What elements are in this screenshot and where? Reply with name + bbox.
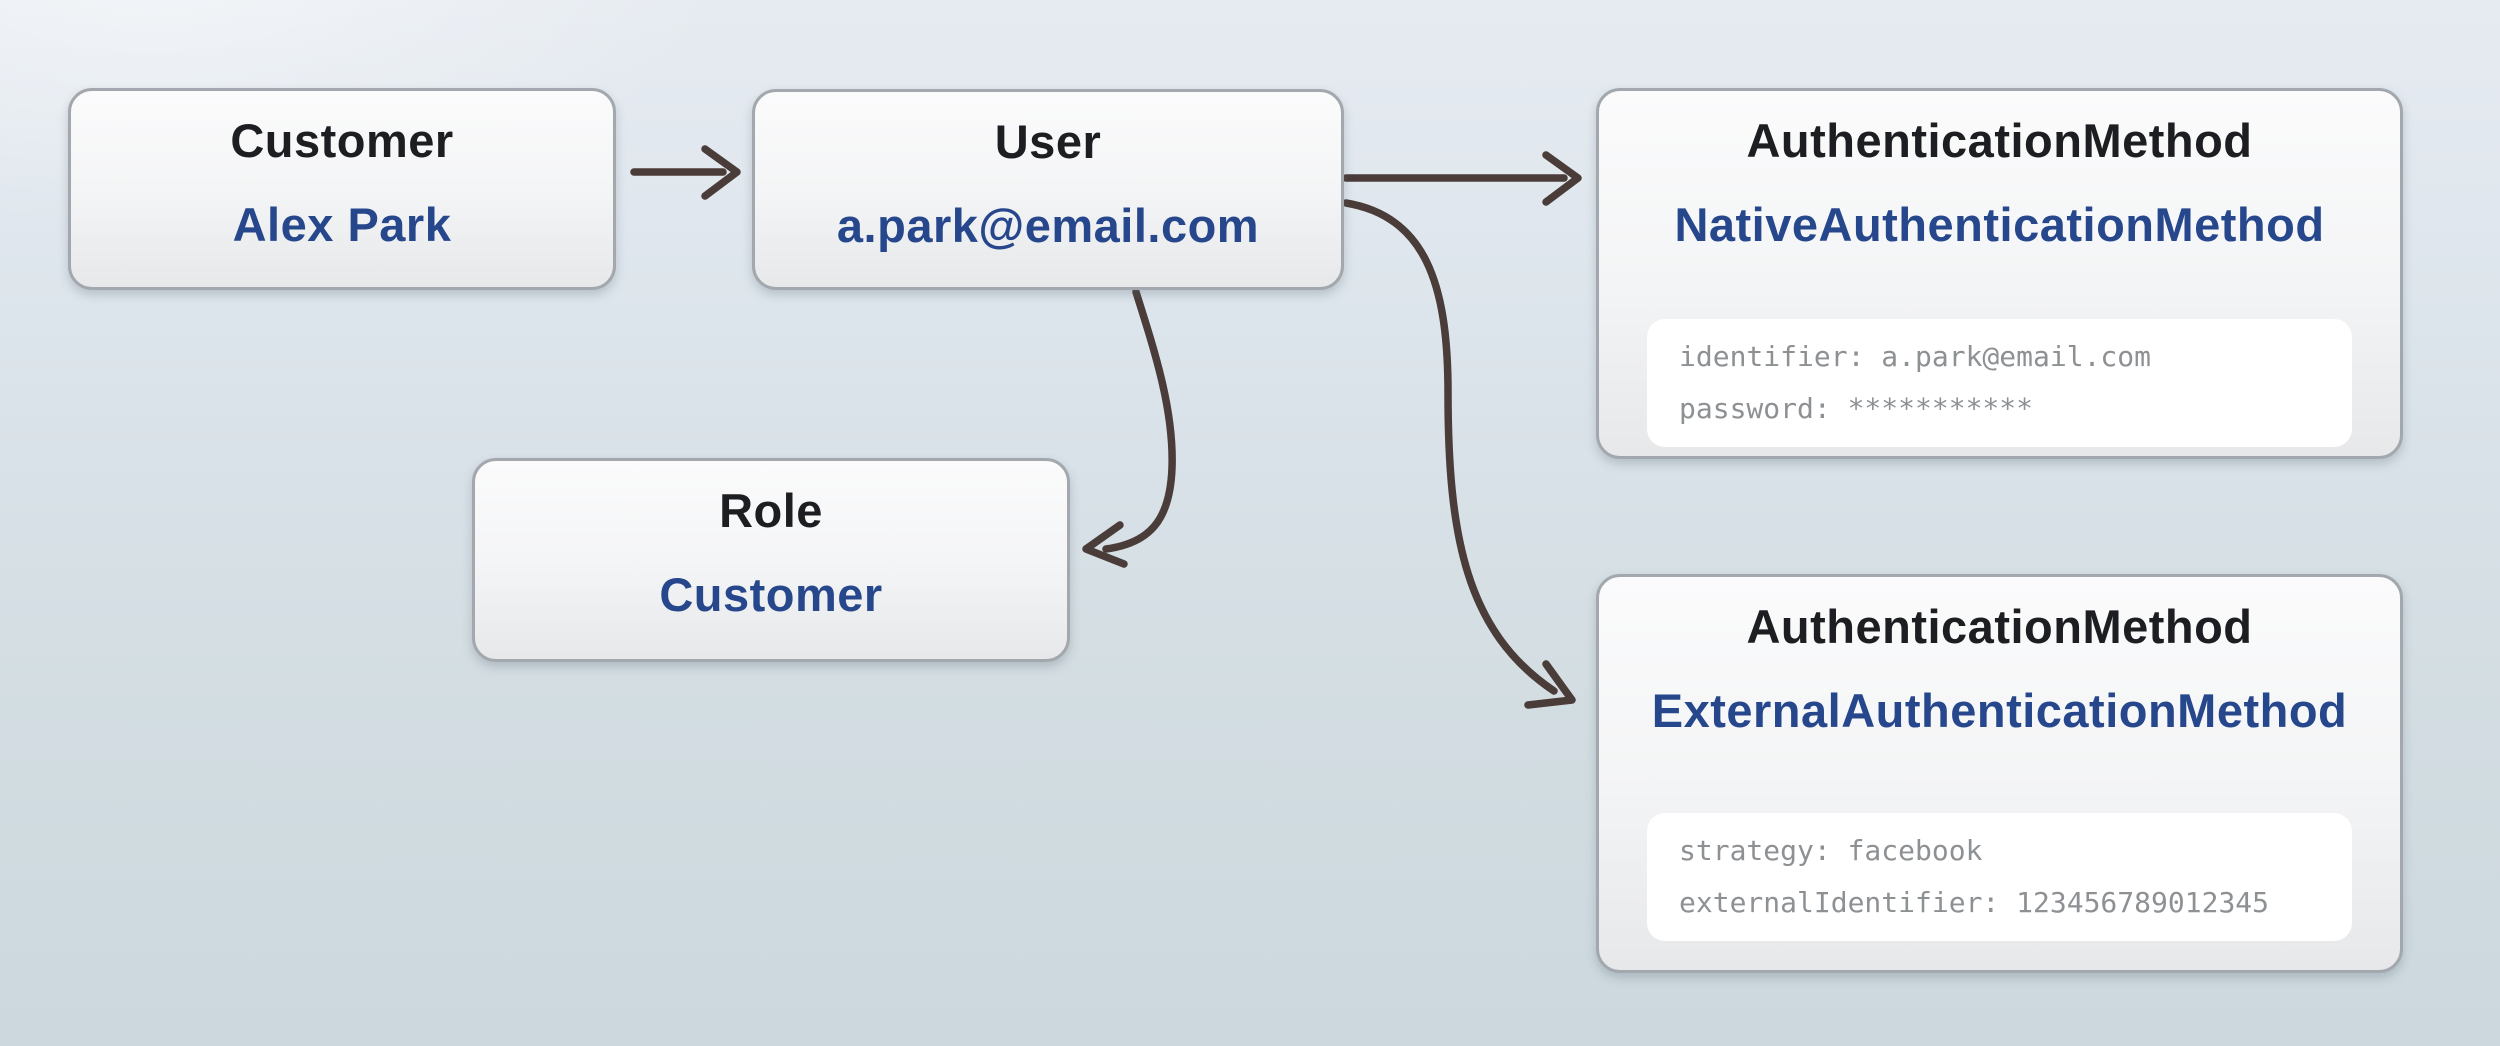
- node-title: AuthenticationMethod: [1746, 114, 2253, 167]
- node-value: Customer: [659, 568, 883, 621]
- attributes-panel: strategy: facebook externalIdentifier: 1…: [1647, 813, 2352, 941]
- node-value: Alex Park: [232, 198, 452, 251]
- attribute-external-identifier: externalIdentifier: 123456789012345: [1679, 886, 2270, 919]
- node-title: Customer: [230, 114, 454, 167]
- node-customer: Customer Alex Park: [68, 88, 616, 290]
- arrowhead-icon: [701, 145, 741, 200]
- arrowhead-icon: [1542, 151, 1582, 206]
- edge-user-to-auth-native: [1342, 151, 1582, 206]
- node-value: NativeAuthenticationMethod: [1674, 198, 2325, 251]
- arrowhead-icon: [1524, 660, 1576, 709]
- attribute-strategy: strategy: facebook: [1679, 834, 1983, 867]
- attribute-password: password: ***********: [1679, 392, 2034, 425]
- node-title: Role: [719, 484, 823, 537]
- edge-line: [1342, 199, 1558, 695]
- node-user: User a.park@email.com: [752, 89, 1344, 290]
- node-role: Role Customer: [472, 458, 1070, 662]
- attributes-panel: identifier: a.park@email.com password: *…: [1647, 319, 2352, 447]
- edge-line: [1102, 288, 1176, 553]
- edge-user-to-auth-external: [1342, 199, 1576, 709]
- node-value: a.park@email.com: [836, 199, 1260, 252]
- node-auth-external: AuthenticationMethod ExternalAuthenticat…: [1596, 574, 2403, 973]
- node-auth-native: AuthenticationMethod NativeAuthenticatio…: [1596, 88, 2403, 459]
- edge-customer-to-user: [630, 145, 741, 200]
- node-value: ExternalAuthenticationMethod: [1651, 684, 2348, 737]
- attribute-identifier: identifier: a.park@email.com: [1679, 340, 2152, 373]
- edge-user-to-role: [1082, 288, 1176, 568]
- node-title: User: [994, 115, 1102, 168]
- arrowhead-icon: [1082, 521, 1128, 568]
- node-title: AuthenticationMethod: [1746, 600, 2253, 653]
